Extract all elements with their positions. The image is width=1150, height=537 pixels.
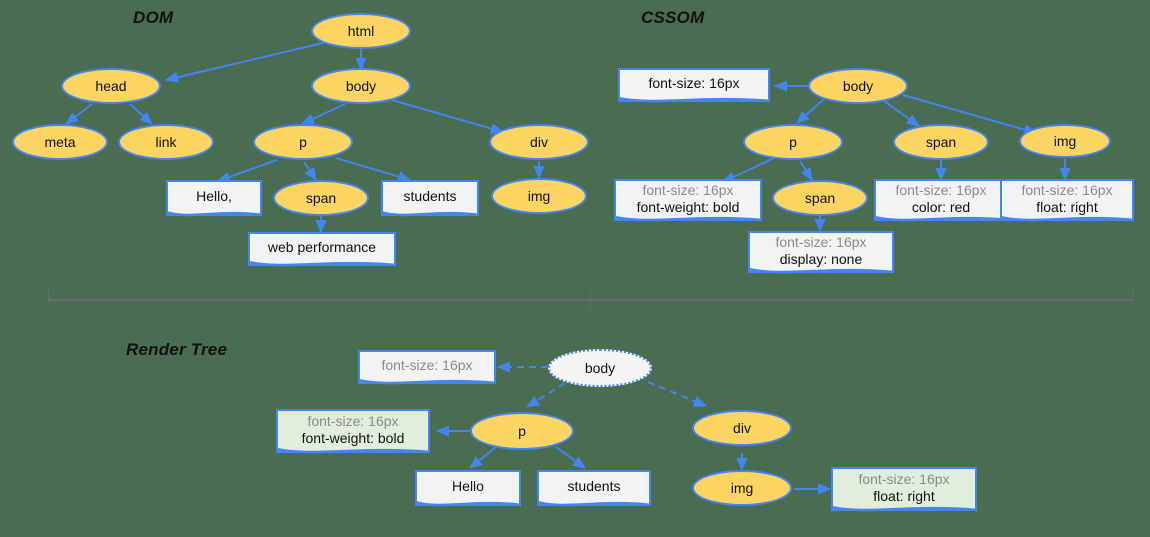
node-label: link — [155, 134, 177, 150]
node-label: body — [584, 360, 616, 376]
dom-node-head[interactable]: head — [61, 68, 161, 104]
section-title-dom: DOM — [133, 8, 174, 27]
dom-node-div[interactable]: div — [489, 124, 589, 160]
rule-line: font-size: 16px — [381, 357, 473, 374]
dom-node-body[interactable]: body — [311, 68, 411, 104]
render-node-img[interactable]: img — [692, 470, 792, 506]
node-label: img — [527, 188, 551, 204]
render-node-body[interactable]: body — [548, 349, 652, 387]
dom-text-node-students[interactable]: students — [381, 180, 479, 217]
node-label: p — [789, 134, 797, 150]
rule-line: font-size: 16px — [648, 75, 740, 92]
text-node-label: students — [567, 478, 621, 495]
dom-text-node-web-performance[interactable]: web performance — [248, 232, 396, 267]
section-title-render-tree: Render Tree — [126, 340, 228, 359]
rule-line: font-size: 16px — [642, 181, 734, 198]
dom-node-span[interactable]: span — [273, 180, 369, 216]
rule-line: display: none — [779, 251, 863, 267]
cssom-rule-box-img[interactable]: font-size: 16px float: right — [1000, 179, 1134, 222]
node-label: head — [95, 78, 127, 94]
dom-node-img[interactable]: img — [491, 178, 587, 214]
dom-node-meta[interactable]: meta — [12, 124, 108, 160]
rule-line: font-size: 16px — [775, 233, 867, 250]
cssom-node-span-nested[interactable]: span — [772, 180, 868, 216]
render-node-div[interactable]: div — [692, 410, 792, 446]
node-label: span — [925, 134, 957, 150]
render-node-p[interactable]: p — [470, 412, 574, 450]
cssom-rule-box-span[interactable]: font-size: 16px color: red — [874, 179, 1008, 222]
rule-line: float: right — [873, 488, 935, 504]
cssom-node-span[interactable]: span — [893, 124, 989, 160]
render-text-node-hello[interactable]: Hello — [415, 470, 521, 507]
render-rule-box-img[interactable]: font-size: 16px float: right — [831, 467, 977, 512]
dom-node-link[interactable]: link — [118, 124, 214, 160]
render-text-node-students[interactable]: students — [537, 470, 651, 507]
node-label: html — [347, 23, 375, 39]
cssom-node-img[interactable]: img — [1019, 124, 1111, 158]
node-label: span — [305, 190, 337, 206]
cssom-node-p[interactable]: p — [743, 124, 843, 160]
cssom-rule-box-body[interactable]: font-size: 16px — [618, 68, 770, 103]
rule-line: font-size: 16px — [307, 412, 399, 429]
cssom-rule-box-p[interactable]: font-size: 16px font-weight: bold — [614, 179, 762, 222]
node-label: body — [842, 78, 874, 94]
render-rule-box-body[interactable]: font-size: 16px — [358, 350, 496, 385]
separator-tick-center — [590, 292, 591, 310]
dom-node-p[interactable]: p — [253, 124, 353, 160]
render-rule-box-p[interactable]: font-size: 16px font-weight: bold — [276, 409, 430, 454]
text-node-label: Hello — [452, 478, 484, 495]
rule-line: font-weight: bold — [301, 430, 405, 446]
section-title-cssom: CSSOM — [641, 8, 705, 27]
text-node-label: Hello, — [196, 188, 232, 205]
cssom-node-body[interactable]: body — [808, 68, 908, 104]
separator-tick-left — [48, 287, 49, 300]
node-label: p — [299, 134, 307, 150]
separator-tick-right — [1132, 287, 1133, 300]
node-label: div — [733, 420, 751, 436]
node-label: span — [804, 190, 836, 206]
rule-line: color: red — [911, 199, 971, 215]
rule-line: font-weight: bold — [636, 199, 740, 215]
text-node-label: web performance — [267, 239, 377, 256]
rule-line: font-size: 16px — [858, 470, 950, 487]
dom-node-html[interactable]: html — [311, 13, 411, 49]
node-label: div — [530, 134, 548, 150]
node-label: img — [730, 480, 754, 496]
text-node-label: students — [403, 188, 457, 205]
rule-line: font-size: 16px — [895, 181, 987, 198]
node-label: meta — [44, 134, 76, 150]
cssom-rule-box-span-nested[interactable]: font-size: 16px display: none — [748, 231, 894, 274]
node-label: p — [518, 423, 526, 439]
rule-line: float: right — [1036, 199, 1098, 215]
rule-line: font-size: 16px — [1021, 181, 1113, 198]
node-label: img — [1053, 133, 1077, 149]
dom-text-node-hello[interactable]: Hello, — [166, 180, 262, 217]
node-label: body — [345, 78, 377, 94]
